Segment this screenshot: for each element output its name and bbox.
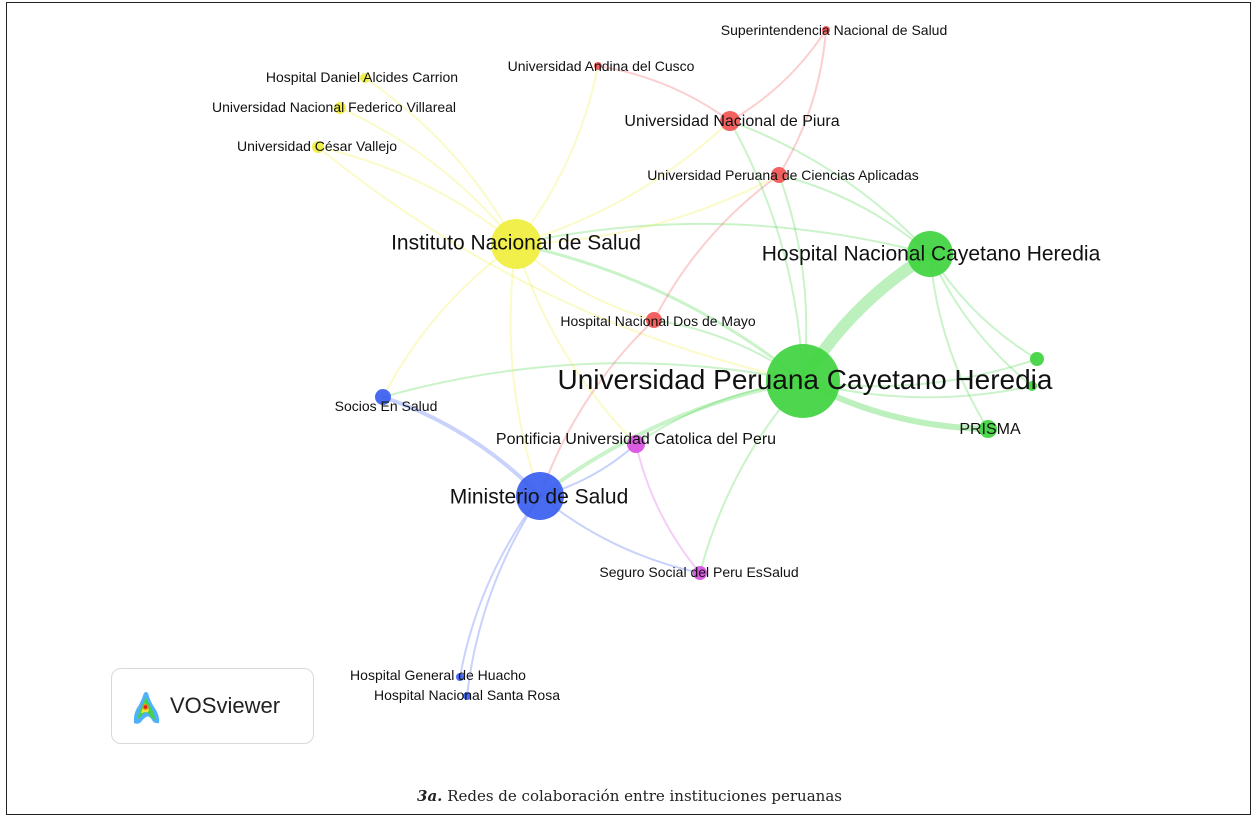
node-label-prisma: PRISMA (959, 421, 1021, 438)
node-upc[interactable] (771, 167, 787, 183)
link-pucp-essalud (635, 443, 701, 574)
link-ins-minsa (509, 243, 541, 497)
link-ins-ses (382, 243, 517, 398)
link-upc-sns (778, 29, 827, 176)
node-ses[interactable] (375, 389, 391, 405)
node-label-ucv: Universidad César Vallejo (236, 138, 398, 154)
node-label-sns: Superintendencia Nacional de Salud (720, 22, 948, 38)
node-label-ses: Socios En Salud (334, 398, 438, 414)
node-hgh[interactable] (456, 673, 464, 681)
node-label-uac: Universidad Andina del Cusco (507, 58, 695, 74)
node-label-ins: Instituto Nacional de Salud (391, 231, 641, 255)
node-g1[interactable] (1030, 352, 1044, 366)
link-hnch-ins (515, 222, 931, 255)
link-ins-unp (515, 120, 731, 245)
link-minsa-hnsr (466, 495, 541, 697)
node-label-unp: Universidad Nacional de Piura (624, 113, 840, 130)
node-label-upc: Universidad Peruana de Ciencias Aplicada… (647, 167, 919, 183)
node-sns[interactable] (822, 26, 830, 34)
link-unp-uac (597, 65, 731, 122)
node-label-hgh: Hospital General de Huacho (350, 667, 526, 683)
logo-text: VOSviewer (170, 693, 281, 718)
node-unp[interactable] (720, 111, 740, 131)
link-hnch-unp (729, 120, 931, 255)
node-hnsr[interactable] (463, 692, 471, 700)
link-upch-ins (514, 242, 805, 383)
link-ucv-upch (317, 146, 804, 382)
node-label-unfv: Universidad Nacional Federico Villareal (211, 99, 457, 115)
link-ins-unfv (339, 107, 517, 245)
vosviewer-heatmap-icon (133, 692, 160, 724)
caption-text: Redes de colaboración entre institucione… (447, 787, 842, 805)
node-label-pucp: Pontificia Universidad Catolica del Peru (495, 431, 777, 448)
link-upch-ses (382, 362, 804, 398)
link-ins-upc (515, 174, 780, 245)
node-minsa[interactable] (516, 472, 564, 520)
node-essalud[interactable] (693, 566, 707, 580)
link-upch-minsa (538, 379, 805, 498)
node-ins[interactable] (491, 219, 541, 269)
node-prisma[interactable] (979, 420, 997, 438)
node-label-hndm: Hospital Nacional Dos de Mayo (560, 313, 756, 329)
node-label-essalud: Seguro Social del Peru EsSalud (599, 564, 799, 580)
link-hnch-prisma (929, 253, 989, 430)
node-label-hnsr: Hospital Nacional Santa Rosa (374, 687, 560, 703)
node-label-hnch: Hospital Nacional Cayetano Heredia (761, 242, 1101, 266)
node-unfv[interactable] (334, 102, 346, 114)
link-ins-ucv (317, 146, 517, 245)
link-ins-hdac (364, 77, 517, 245)
link-minsa-hgh (459, 495, 541, 678)
node-pucp[interactable] (627, 435, 645, 453)
node-hnch[interactable] (907, 231, 953, 277)
figure-caption: 3a. Redes de colaboración entre instituc… (0, 787, 1259, 805)
link-unp-sns (729, 29, 827, 122)
node-uac[interactable] (594, 62, 602, 70)
node-label-upch: Universidad Peruana Cayetano Heredia (557, 364, 1053, 395)
node-ucv[interactable] (312, 141, 324, 153)
node-g2[interactable] (1027, 381, 1037, 391)
node-hndm[interactable] (646, 312, 662, 328)
node-label-minsa: Ministerio de Salud (449, 485, 629, 509)
node-upch[interactable] (766, 344, 840, 418)
network-nodes (312, 26, 1044, 700)
link-upc-hndm (653, 174, 780, 321)
node-hdac[interactable] (360, 73, 370, 83)
link-ins-pucp (515, 243, 637, 445)
vosviewer-logo: VOSviewer (111, 668, 314, 744)
node-label-hdac: Hospital Daniel Alcides Carrion (265, 69, 459, 85)
link-hndm-minsa (539, 319, 655, 497)
caption-figure-label: 3a. (417, 787, 443, 805)
